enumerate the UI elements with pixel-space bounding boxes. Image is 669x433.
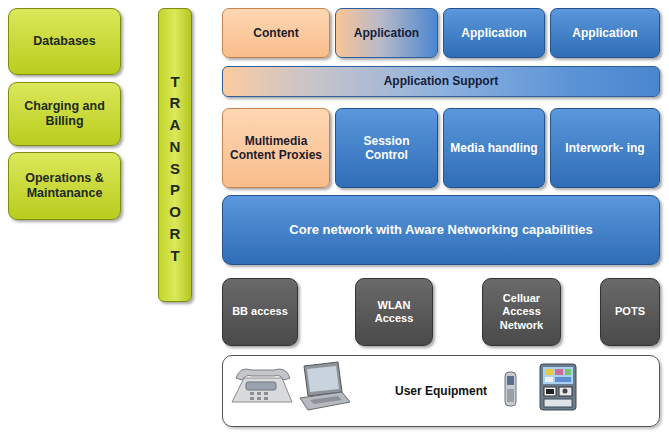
access-box: WLAN Access xyxy=(355,278,433,346)
node-label: BB access xyxy=(232,305,288,318)
side-box: Operations & Maintanance xyxy=(8,152,121,220)
node-label: User Equipment xyxy=(395,384,487,398)
laptop-icon xyxy=(300,362,350,410)
function-box: Interwork- ing xyxy=(550,108,660,188)
node-label: WLAN Access xyxy=(359,299,429,325)
proxy-box: Multimedia Content Proxies xyxy=(222,108,330,188)
node-label: Application xyxy=(354,26,419,40)
node-label: Session Control xyxy=(341,134,432,163)
node-label: Databases xyxy=(33,34,96,49)
desk-phone-icon xyxy=(232,369,292,402)
node-label: Multimedia Content Proxies xyxy=(228,134,324,163)
node-label: Interwork- ing xyxy=(565,141,644,155)
node-label: Celluar Access Network xyxy=(486,292,557,332)
node-label: TRANSPORT xyxy=(168,71,183,267)
transport-bar: TRANSPORT xyxy=(158,8,192,302)
node-label: Application xyxy=(572,26,637,40)
support-bar: Application Support xyxy=(222,66,660,97)
node-label: Operations & Maintanance xyxy=(14,171,115,201)
node-label: Application xyxy=(461,26,526,40)
node-label: Media handling xyxy=(450,141,537,155)
access-box: POTS xyxy=(600,278,660,346)
mobile-phone-icon xyxy=(505,372,516,406)
node-label: POTS xyxy=(615,305,645,318)
content-box: Content xyxy=(222,8,330,58)
function-box: Session Control xyxy=(335,108,438,188)
node-label: Application Support xyxy=(384,74,499,88)
access-box: BB access xyxy=(222,278,298,346)
function-box: Media handling xyxy=(443,108,545,188)
node-label: Content xyxy=(253,26,298,40)
side-box: Charging and Billing xyxy=(8,82,121,146)
application-box: Application xyxy=(443,8,545,58)
node-label: Core network with Aware Networking capab… xyxy=(289,222,592,238)
pda-icon xyxy=(540,364,576,410)
equipment-box: User Equipment xyxy=(222,355,660,427)
node-label: Charging and Billing xyxy=(14,99,115,129)
application-box: Application xyxy=(335,8,438,58)
access-box: Celluar Access Network xyxy=(482,278,561,346)
application-box: Application xyxy=(550,8,660,58)
side-box: Databases xyxy=(8,8,121,75)
core-network-bar: Core network with Aware Networking capab… xyxy=(222,195,660,265)
